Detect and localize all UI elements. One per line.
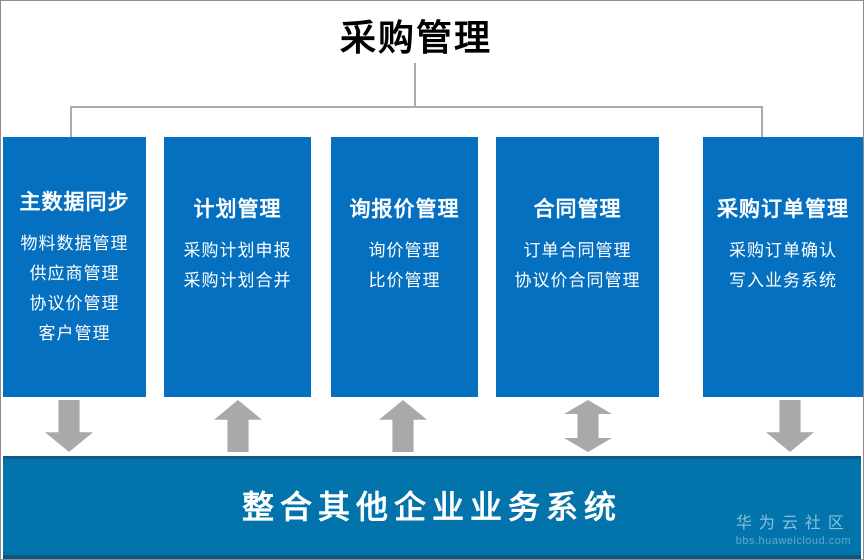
module-box-item: 订单合同管理 xyxy=(523,240,632,260)
module-box-item: 采购计划合并 xyxy=(183,270,292,290)
connector-left-drop xyxy=(70,107,72,137)
module-box-item: 客户管理 xyxy=(38,323,111,343)
bottom-bar: 整合其他企业业务系统 xyxy=(3,456,861,559)
module-box-4: 合同管理订单合同管理协议价合同管理 xyxy=(496,137,659,397)
module-box-item: 询价管理 xyxy=(368,240,441,260)
module-box-title: 计划管理 xyxy=(193,197,282,221)
watermark-community-name: 华为云社区 xyxy=(735,514,851,532)
module-box-2: 计划管理采购计划申报采购计划合并 xyxy=(164,137,311,397)
bottom-bar-label: 整合其他企业业务系统 xyxy=(241,489,622,525)
module-box-item: 供应商管理 xyxy=(29,263,120,283)
module-box-item: 写入业务系统 xyxy=(729,270,837,290)
module-box-item: 物料数据管理 xyxy=(20,233,129,253)
module-box-title: 询报价管理 xyxy=(349,197,460,221)
connector-right-drop xyxy=(761,107,763,137)
module-box-item: 协议价管理 xyxy=(29,293,120,313)
module-box-5: 采购订单管理采购订单确认写入业务系统 xyxy=(703,137,863,397)
flow-arrow-up-icon xyxy=(214,400,262,452)
watermark: 华为云社区 bbs.huaweicloud.com xyxy=(736,513,851,549)
connector-title-vertical xyxy=(414,63,416,106)
flow-arrow-down-icon xyxy=(45,400,93,452)
watermark-site-url: bbs.huaweicloud.com xyxy=(735,535,851,548)
connector-horizontal xyxy=(70,106,763,108)
flow-arrow-up-icon xyxy=(379,400,427,452)
module-box-1: 主数据同步物料数据管理供应商管理协议价管理客户管理 xyxy=(3,137,146,397)
flow-arrow-both-icon xyxy=(564,400,612,452)
module-box-title: 主数据同步 xyxy=(19,190,130,214)
module-box-title: 合同管理 xyxy=(533,197,622,221)
module-box-3: 询报价管理询价管理比价管理 xyxy=(331,137,478,397)
module-box-item: 比价管理 xyxy=(368,270,441,290)
module-box-item: 采购订单确认 xyxy=(729,240,837,260)
module-box-item: 采购计划申报 xyxy=(183,240,292,260)
module-box-item: 协议价合同管理 xyxy=(514,270,641,290)
page-title: 采购管理 xyxy=(339,17,492,58)
module-box-title: 采购订单管理 xyxy=(717,197,849,221)
flow-arrow-down-icon xyxy=(766,400,814,452)
